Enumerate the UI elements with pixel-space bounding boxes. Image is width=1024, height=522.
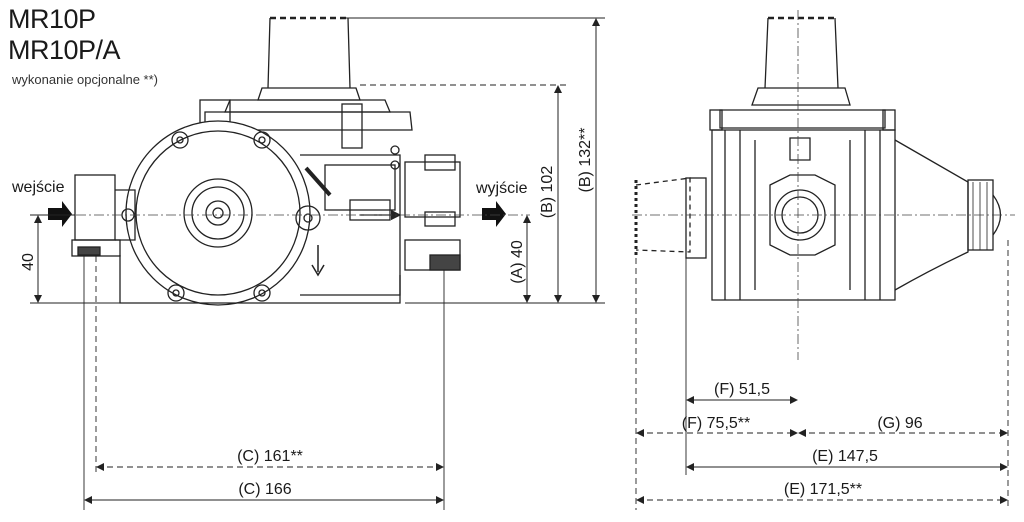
side-view: [71, 16, 461, 306]
dim-C-optional: (C) 161**: [237, 448, 303, 465]
dim-F: (F) 51,5: [714, 381, 770, 398]
dim-height-40: 40: [20, 253, 37, 271]
outlet-arrow: [482, 201, 506, 227]
model-title-primary: MR10P: [8, 4, 96, 34]
dim-B: (B) 102: [539, 166, 556, 219]
dim-C: (C) 166: [238, 481, 291, 498]
dim-B-optional: (B) 132**: [577, 128, 594, 193]
dim-A: (A) 40: [509, 240, 526, 284]
dim-G: (G) 96: [877, 415, 922, 432]
model-title-secondary: MR10P/A: [8, 35, 121, 65]
dim-E-optional: (E) 171,5**: [784, 481, 862, 498]
dim-F-optional: (F) 75,5**: [682, 415, 750, 432]
dim-E: (E) 147,5: [812, 448, 878, 465]
inlet-arrow: [48, 201, 72, 227]
inlet-label: wejście: [11, 179, 65, 196]
optional-version-note: wykonanie opcjonalne **): [12, 72, 158, 87]
outlet-label: wyjście: [475, 180, 528, 197]
front-view: [634, 16, 1002, 301]
